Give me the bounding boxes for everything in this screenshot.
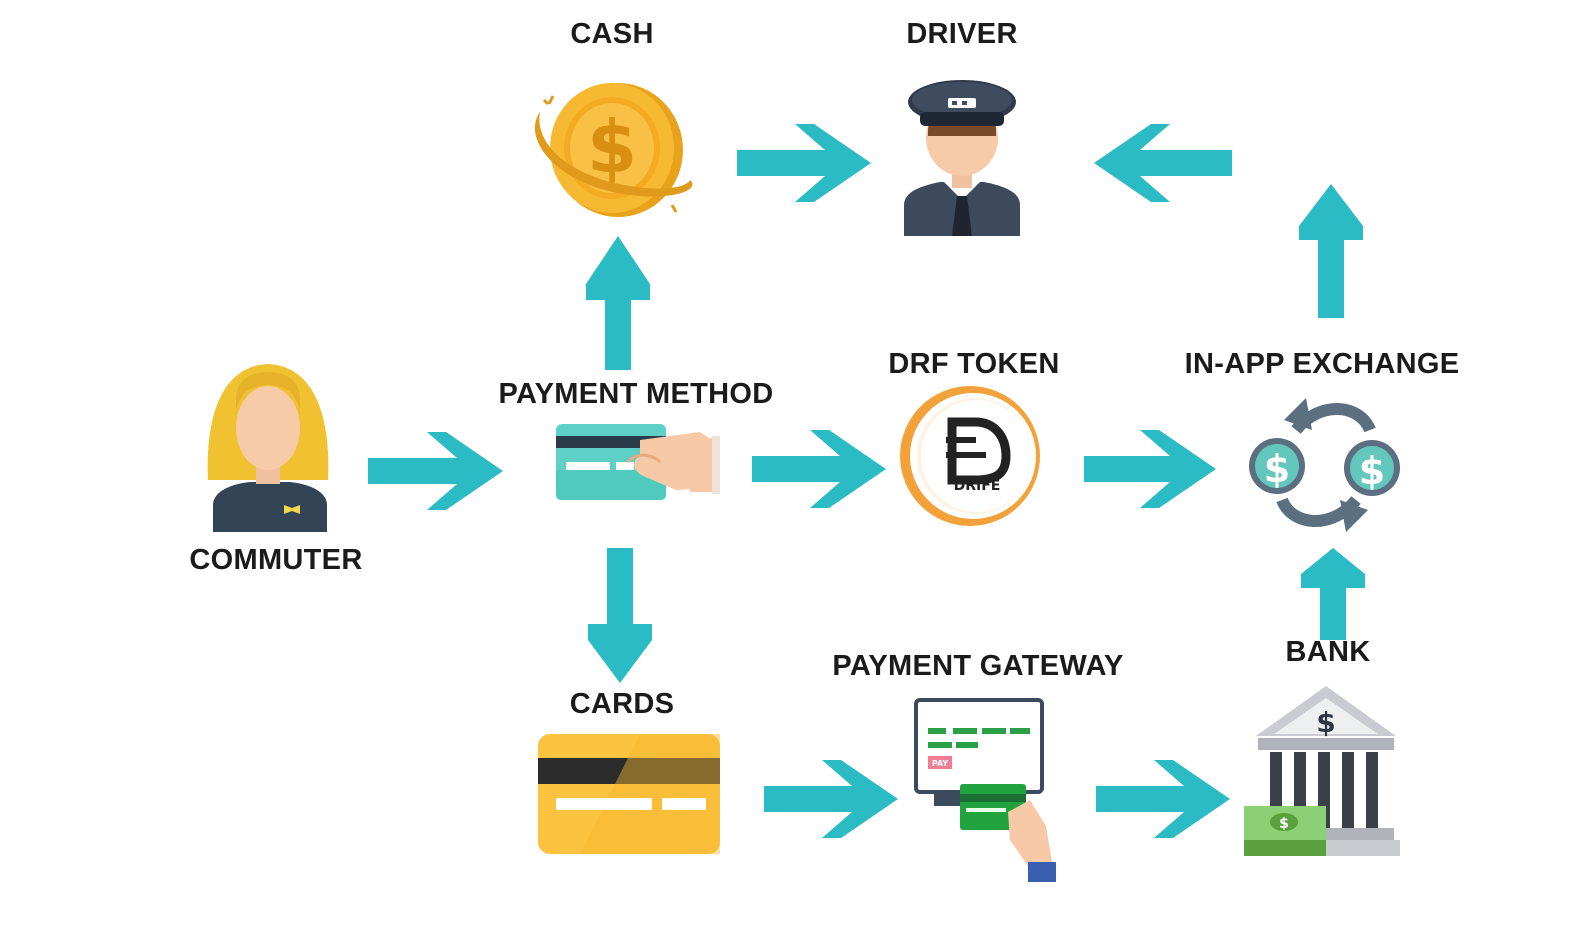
bank-label: BANK xyxy=(1285,636,1371,668)
arrows xyxy=(368,124,1365,838)
payment-method-label: PAYMENT METHOD xyxy=(498,378,774,410)
arrow-payment-method-to-cards xyxy=(588,548,652,683)
svg-text:$: $ xyxy=(587,105,637,189)
driver-label: DRIVER xyxy=(906,18,1018,50)
svg-text:$: $ xyxy=(1279,816,1289,832)
commuter-woman-icon xyxy=(207,364,329,532)
gold-coin-icon: $ xyxy=(534,83,693,217)
currency-exchange-icon: $ $ xyxy=(1249,398,1400,532)
commuter-label: COMMUTER xyxy=(189,544,363,576)
drf-token-label: DRF TOKEN xyxy=(888,348,1060,380)
arrow-drf-token-to-exchange xyxy=(1084,430,1216,508)
arrow-bank-to-exchange xyxy=(1301,548,1365,640)
payment-terminal-icon: PAY xyxy=(914,698,1056,882)
arrow-exchange-to-driver xyxy=(1094,124,1232,202)
payment-gateway-label: PAYMENT GATEWAY xyxy=(832,650,1124,682)
arrow-payment-method-to-drf-token xyxy=(752,430,886,508)
pay-button-text: PAY xyxy=(932,759,949,768)
svg-text:$: $ xyxy=(1316,706,1335,739)
svg-text:$: $ xyxy=(1264,447,1290,491)
arrow-exchange-up xyxy=(1299,184,1363,318)
arrow-cash-to-driver xyxy=(737,124,871,202)
driver-icon xyxy=(904,80,1020,236)
in-app-exchange-label: IN-APP EXCHANGE xyxy=(1184,348,1460,380)
cards-label: CARDS xyxy=(569,688,675,720)
bank-icon: $ $ xyxy=(1244,686,1400,856)
hand-card-icon xyxy=(556,424,720,500)
arrow-commuter-to-payment-method xyxy=(368,432,503,510)
drife-token-icon: DRIFE xyxy=(900,386,1040,526)
arrow-payment-method-to-cash xyxy=(586,236,650,370)
cash-label: CASH xyxy=(570,18,654,50)
drife-logo-text: DRIFE xyxy=(954,478,1001,494)
credit-card-icon xyxy=(538,734,720,854)
arrow-gateway-to-bank xyxy=(1096,760,1230,838)
svg-text:$: $ xyxy=(1359,449,1385,493)
arrow-cards-to-gateway xyxy=(764,760,898,838)
